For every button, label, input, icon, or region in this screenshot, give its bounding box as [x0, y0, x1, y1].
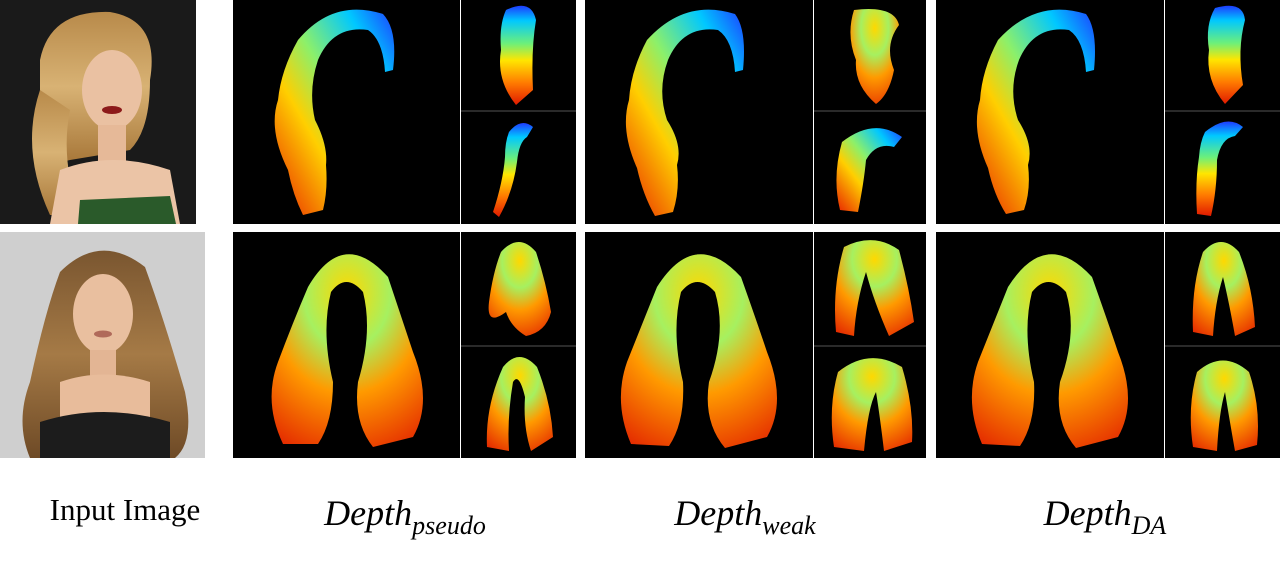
depth-da-row-1-main — [936, 0, 1164, 224]
hair-depth-map-view — [493, 123, 533, 217]
caption-input-text: Input Image — [49, 492, 201, 527]
divider — [814, 345, 926, 347]
caption-depth-pseudo: Depthpseudo — [260, 492, 550, 548]
depth-weak-row-2-main — [585, 232, 813, 458]
hair-depth-map-view — [1196, 121, 1243, 216]
hair-depth-map-view — [486, 357, 553, 451]
divider — [814, 110, 926, 112]
hair-depth-map-view — [1190, 360, 1258, 451]
depth-pseudo-row-2-view-a — [461, 232, 576, 345]
hair-depth-map-view — [1192, 242, 1255, 336]
depth-da-row-2-main — [936, 232, 1164, 458]
depth-pseudo-row-2-view-b — [461, 347, 576, 458]
divider — [461, 345, 576, 347]
caption-depth-weak: Depthweak — [600, 492, 890, 548]
caption-base: Depth — [324, 493, 413, 533]
depth-pseudo-row-2-main — [233, 232, 460, 458]
portrait-illustration — [0, 0, 196, 224]
caption-base: Depth — [1043, 493, 1132, 533]
caption-input-image: Input Image — [0, 492, 250, 548]
depth-da-row-2-view-b — [1165, 347, 1280, 458]
hair-depth-map-view — [835, 240, 914, 336]
caption-base: Depth — [674, 493, 763, 533]
depth-weak-row-1-main — [585, 0, 813, 224]
hair-depth-map-view — [836, 128, 902, 212]
input-photo-row-1 — [0, 0, 196, 224]
divider — [461, 110, 576, 112]
caption-depth-da: DepthDA — [960, 492, 1250, 548]
hair-depth-map-view — [831, 358, 913, 451]
depth-pseudo-row-1-view-a — [461, 0, 576, 110]
depth-weak-row-1-view-b — [814, 112, 926, 224]
input-photo-row-2 — [0, 232, 205, 458]
divider — [1165, 345, 1280, 347]
depth-pseudo-row-1-main — [233, 0, 460, 224]
depth-weak-row-1-view-a — [814, 0, 926, 110]
depth-pseudo-row-1-view-b — [461, 112, 576, 224]
caption-subscript: DA — [1131, 511, 1167, 540]
hair-depth-map — [274, 9, 395, 215]
hair-depth-map — [976, 9, 1095, 214]
depth-weak-row-2-view-a — [814, 232, 926, 345]
depth-weak-row-2-view-b — [814, 347, 926, 458]
depth-da-row-2-view-a — [1165, 232, 1280, 345]
hair-depth-map-view — [500, 5, 536, 105]
hair-depth-map-view — [850, 9, 899, 104]
depth-da-row-1-view-a — [1165, 0, 1280, 110]
hair-depth-map — [620, 254, 777, 448]
caption-subscript: pseudo — [412, 511, 486, 540]
hair-depth-map-view — [488, 242, 551, 336]
caption-subscript: weak — [762, 511, 816, 540]
hair-depth-map — [625, 9, 744, 216]
depth-da-row-1-view-b — [1165, 112, 1280, 224]
hair-depth-map-view — [1207, 5, 1245, 104]
hair-depth-map — [271, 254, 423, 447]
portrait-illustration — [0, 232, 205, 458]
divider — [1165, 110, 1280, 112]
hair-depth-map — [971, 254, 1128, 448]
